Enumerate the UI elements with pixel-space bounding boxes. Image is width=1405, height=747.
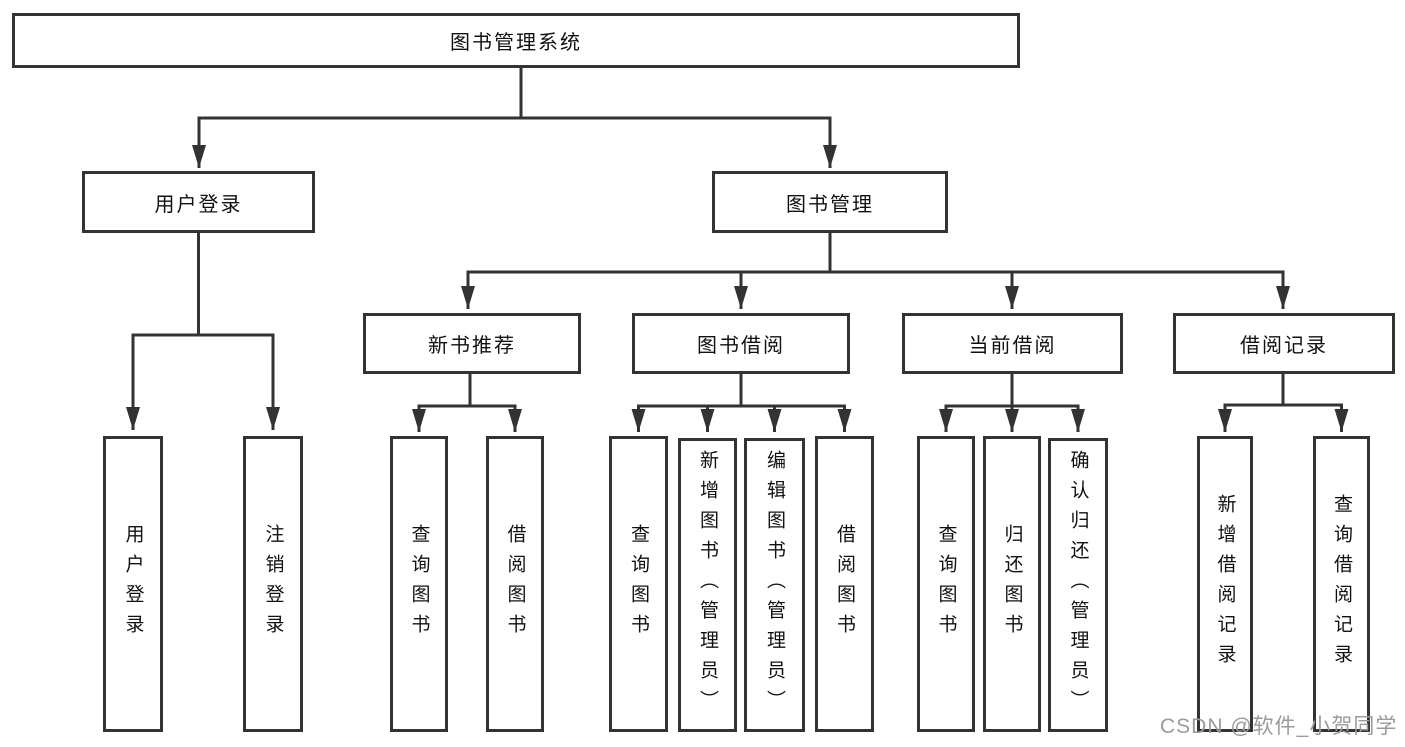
node-book-mgmt-label: 图书管理 — [786, 193, 874, 216]
connector-records-to-leaves — [1218, 374, 1349, 432]
leaf-confirm-return-admin-label: 确认归还（管理员） — [1067, 450, 1089, 720]
leaf-add-borrow-record: 新增借阅记录 — [1197, 436, 1253, 732]
leaf-query-books-recommend: 查询图书 — [390, 436, 448, 732]
node-new-book-recommend-label: 新书推荐 — [428, 335, 516, 357]
node-current-borrow: 当前借阅 — [902, 313, 1123, 374]
leaf-query-books-current-label: 查询图书 — [935, 524, 957, 644]
node-new-book-recommend: 新书推荐 — [363, 313, 581, 374]
leaf-user-login: 用户登录 — [103, 436, 163, 732]
leaf-add-book-admin-label: 新增图书（管理员） — [697, 450, 718, 720]
node-root: 图书管理系统 — [12, 13, 1020, 68]
node-borrow-records-label: 借阅记录 — [1240, 335, 1328, 357]
leaf-borrow-books-borrow-label: 借阅图书 — [834, 524, 855, 644]
leaf-borrow-books-recommend: 借阅图书 — [486, 436, 544, 732]
leaf-borrow-books-recommend-label: 借阅图书 — [504, 524, 526, 644]
leaf-logout-label: 注销登录 — [262, 524, 284, 644]
connector-current-borrow-to-leaves — [939, 374, 1085, 432]
node-borrow-records: 借阅记录 — [1173, 313, 1395, 374]
leaf-query-books-current: 查询图书 — [917, 436, 975, 732]
leaf-borrow-books-borrow: 借阅图书 — [815, 436, 874, 732]
watermark: CSDN @软件_小贺同学 — [1160, 715, 1398, 738]
leaf-add-book-admin: 新增图书（管理员） — [678, 438, 737, 732]
connector-user-login-to-leaves — [126, 233, 280, 430]
node-current-borrow-label: 当前借阅 — [968, 335, 1057, 357]
leaf-logout: 注销登录 — [243, 436, 303, 732]
node-user-login-label: 用户登录 — [154, 193, 243, 216]
leaf-return-book-label: 归还图书 — [1001, 524, 1023, 644]
leaf-query-borrow-record: 查询借阅记录 — [1313, 436, 1370, 732]
leaf-query-books-borrow-label: 查询图书 — [628, 524, 649, 644]
node-root-label: 图书管理系统 — [450, 32, 582, 54]
leaf-query-books-borrow: 查询图书 — [609, 436, 668, 732]
connector-new-book-to-leaves — [412, 374, 522, 432]
leaf-edit-book-admin: 编辑图书（管理员） — [744, 438, 805, 732]
leaf-edit-book-admin-label: 编辑图书（管理员） — [764, 450, 785, 720]
node-book-mgmt: 图书管理 — [712, 171, 948, 233]
node-book-borrow: 图书借阅 — [632, 313, 850, 374]
leaf-return-book: 归还图书 — [983, 436, 1041, 732]
connector-root-to-level2 — [192, 68, 837, 168]
leaf-user-login-label: 用户登录 — [122, 524, 144, 644]
leaf-confirm-return-admin: 确认归还（管理员） — [1048, 438, 1108, 732]
connector-book-mgmt-to-sections — [461, 233, 1290, 309]
leaf-query-books-recommend-label: 查询图书 — [408, 524, 430, 644]
node-book-borrow-label: 图书借阅 — [697, 335, 785, 357]
leaf-add-borrow-record-label: 新增借阅记录 — [1214, 494, 1236, 674]
node-user-login: 用户登录 — [82, 171, 315, 233]
connector-book-borrow-to-leaves — [631, 374, 852, 432]
leaf-query-borrow-record-label: 查询借阅记录 — [1331, 494, 1352, 674]
